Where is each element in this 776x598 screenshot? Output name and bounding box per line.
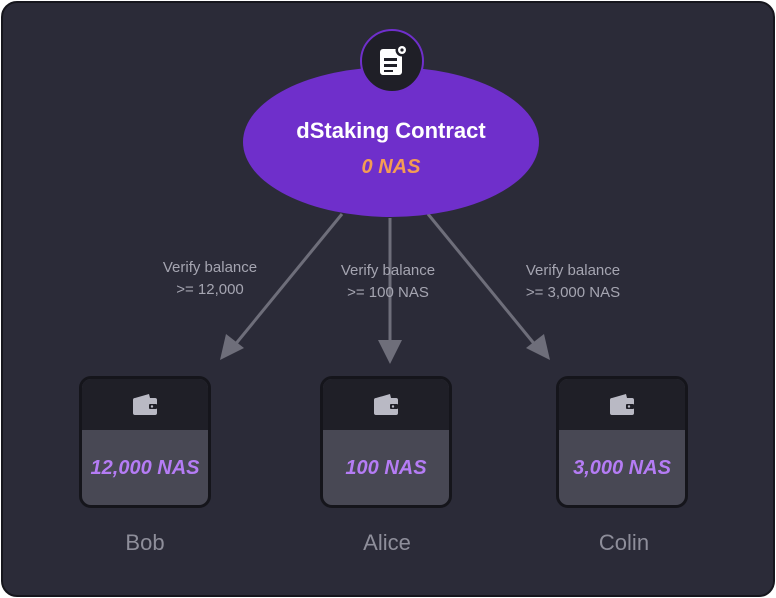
wallet-amount: 100 NAS bbox=[345, 457, 427, 479]
owner-name-alice: Alice bbox=[363, 530, 411, 555]
edge-label-line: >= 100 NAS bbox=[347, 284, 429, 301]
edge-label-bob: Verify balance >= 12,000 bbox=[135, 257, 285, 301]
wallet-card-alice: 100 NAS bbox=[320, 376, 452, 508]
edge-label-line: Verify balance bbox=[525, 262, 621, 279]
arrow-to-colin bbox=[426, 213, 550, 360]
contract-node bbox=[243, 67, 539, 217]
edge-label-alice: Verify balance >= 100 NAS bbox=[313, 260, 463, 304]
edge-label-line: >= 12,000 bbox=[176, 281, 244, 298]
wallet-card-header bbox=[323, 379, 449, 430]
wallet-icon bbox=[374, 394, 398, 415]
contract-balance: 0 NAS bbox=[361, 156, 421, 178]
wallet-card-bob: 12,000 NAS bbox=[79, 376, 211, 508]
wallet-amount: 3,000 NAS bbox=[573, 457, 671, 479]
wallet-amount: 12,000 NAS bbox=[90, 457, 200, 479]
owner-name-bob: Bob bbox=[125, 530, 165, 555]
edge-label-line: Verify balance bbox=[162, 259, 258, 276]
arrow-to-bob bbox=[220, 213, 344, 360]
wallet-card-header bbox=[559, 379, 685, 430]
contract-document-gear-icon bbox=[360, 29, 424, 93]
edge-label-line: Verify balance bbox=[340, 262, 436, 279]
wallet-icon bbox=[610, 394, 634, 415]
wallet-card-header bbox=[82, 379, 208, 430]
wallet-icon bbox=[133, 394, 157, 415]
contract-title: dStaking Contract bbox=[296, 118, 486, 143]
owner-name-colin: Colin bbox=[598, 530, 650, 555]
edge-label-colin: Verify balance >= 3,000 NAS bbox=[498, 260, 648, 304]
wallet-card-colin: 3,000 NAS bbox=[556, 376, 688, 508]
edge-label-line: >= 3,000 NAS bbox=[525, 284, 621, 301]
arrow-to-alice bbox=[378, 218, 402, 364]
